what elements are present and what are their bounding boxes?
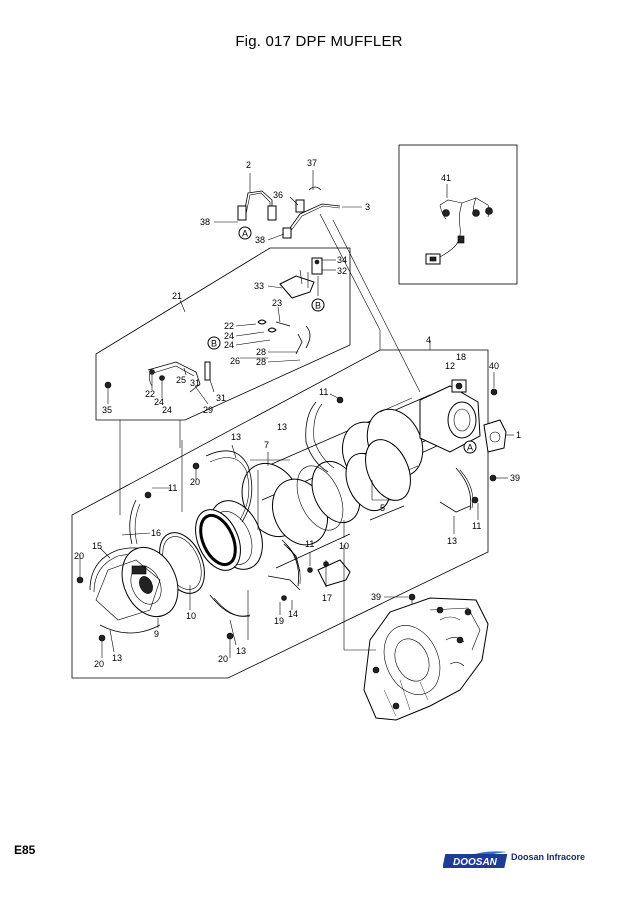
doosan-logo: DOOSAN [443,851,508,868]
callout-31-b: 31 [216,393,226,403]
reference-markers: A B B A [207,226,477,454]
callout-39-bottom: 39 [371,592,381,602]
callout-29: 29 [203,405,213,415]
callout-2: 2 [246,160,251,170]
callout-13-upper-left: 13 [231,432,241,442]
callout-32: 32 [337,266,347,276]
callout-33: 33 [254,281,264,291]
callout-12: 12 [445,361,455,371]
ref-a-lower: A [467,443,473,453]
callout-13-bottom-left: 13 [112,653,122,663]
bracket-assembly-box [95,247,351,421]
callout-40: 40 [489,361,499,371]
callout-22-lower: 22 [145,389,155,399]
callout-41: 41 [441,173,451,183]
callout-15: 15 [92,541,102,551]
callout-4: 4 [426,335,431,345]
callout-14: 14 [288,609,298,619]
sensor-pipe-assembly [214,170,362,241]
callout-10-left: 10 [186,611,196,621]
support-bracket [76,393,479,658]
callout-11-left: 11 [168,483,177,493]
callout-9: 9 [154,629,159,639]
callout-26: 26 [230,356,240,366]
callout-25: 25 [176,375,186,385]
callout-20-bottom-mid: 20 [218,654,228,664]
logo-subtitle: Doosan Infracore [511,852,586,862]
callout-16: 16 [151,528,161,538]
callout-11-top: 11 [319,387,328,397]
callout-13-right: 13 [447,536,457,546]
callout-24-upper-a: 24 [224,331,234,341]
callout-20-left: 20 [74,551,84,561]
callout-31-a: 31 [190,378,200,388]
ref-b-lower: B [211,339,217,349]
callout-24-lower-a: 24 [154,397,164,407]
callout-7: 7 [264,440,269,450]
callout-3: 3 [365,202,370,212]
part-callouts: 2 37 36 3 38 38 41 34 32 33 21 23 22 24 … [74,158,521,669]
ref-a-upper: A [242,229,248,239]
leader-lines [181,213,421,640]
callout-39-right: 39 [510,473,520,483]
callout-19: 19 [274,616,284,626]
inlet-end-cap [95,546,179,621]
flywheel-housing [343,545,489,721]
callout-21: 21 [172,291,182,301]
callout-28-b: 28 [256,357,266,367]
callout-34: 34 [337,255,347,265]
callout-28-a: 28 [256,347,266,357]
callout-38-left: 38 [200,217,210,227]
callout-23: 23 [272,298,282,308]
callout-20-upper: 20 [190,477,200,487]
callout-36: 36 [273,190,283,200]
callout-13-bottom-mid: 13 [236,646,246,656]
callout-20-bottom-left: 20 [94,659,104,669]
callout-22-upper: 22 [224,321,234,331]
callout-11-right: 11 [472,521,481,531]
callout-11-bottom: 11 [305,539,314,549]
clamp-rings [89,401,474,634]
callout-5: 5 [380,503,385,513]
callout-35: 35 [102,405,112,415]
page-code: E85 [14,843,36,857]
callout-13-top: 13 [277,422,287,432]
logo-brand: DOOSAN [453,857,498,868]
callout-38-lower: 38 [255,235,265,245]
ref-b-upper: B [315,301,321,311]
callout-1: 1 [516,430,521,440]
figure-title: Fig. 017 DPF MUFFLER [235,33,403,50]
callout-17: 17 [322,593,332,603]
callout-18: 18 [456,352,466,362]
inset-box [398,144,518,285]
callout-24-upper-b: 24 [224,340,234,350]
callout-10-right: 10 [339,541,349,551]
callout-24-lower-b: 24 [162,405,172,415]
callout-37: 37 [307,158,317,168]
